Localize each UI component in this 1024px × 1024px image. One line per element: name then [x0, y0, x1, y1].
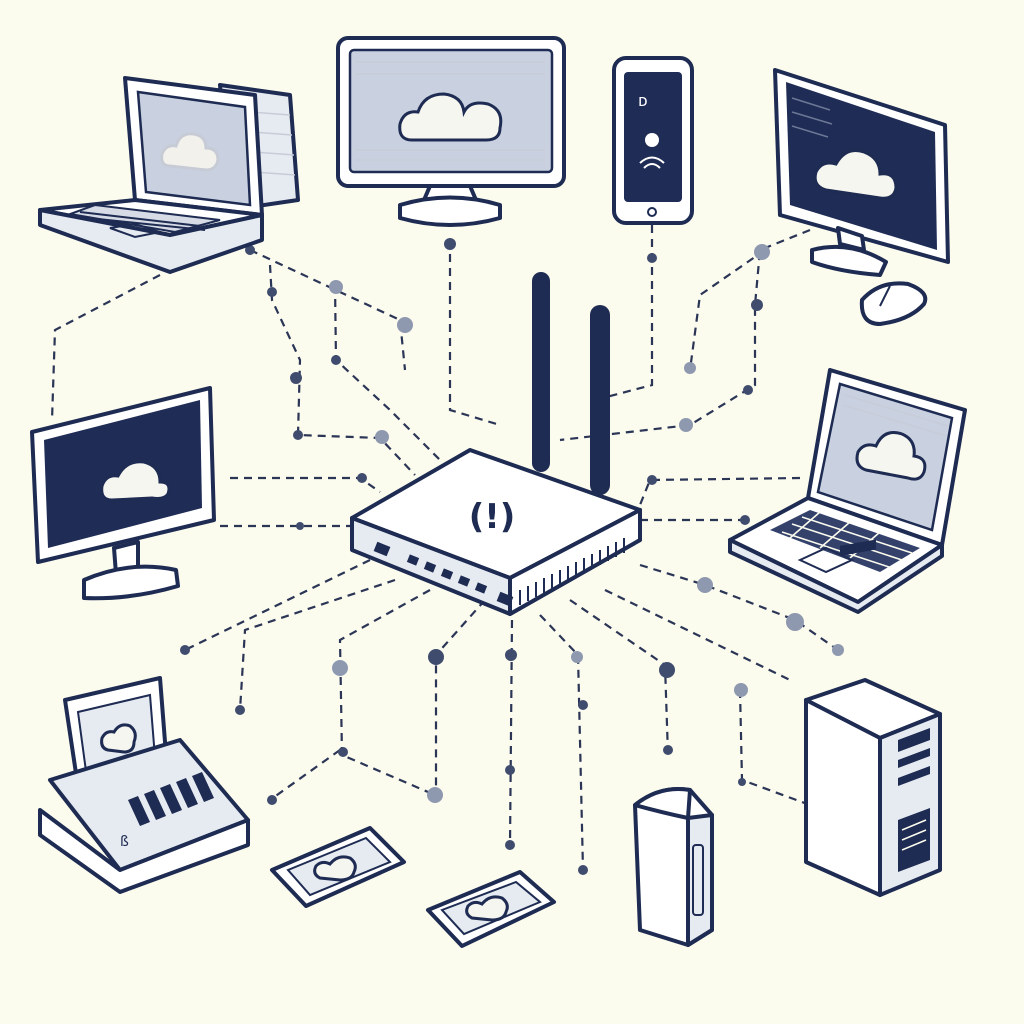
link-node — [331, 355, 341, 365]
link-node — [578, 700, 588, 710]
link-laptop-branch — [268, 264, 416, 476]
link-node — [428, 649, 444, 665]
link-node — [329, 280, 343, 294]
tablet-icon — [270, 826, 406, 908]
link-node — [267, 287, 277, 297]
link-node — [505, 649, 517, 661]
link-phone — [594, 225, 654, 402]
antenna-left — [532, 272, 550, 472]
link-node — [505, 765, 515, 775]
link-node — [338, 747, 348, 757]
link-laptop-top-left — [249, 249, 407, 371]
link-node — [245, 245, 255, 255]
server-slot — [840, 539, 876, 556]
link-node — [235, 705, 245, 715]
link-node — [505, 840, 515, 850]
link-node — [290, 372, 302, 384]
link-monitor-top — [448, 240, 501, 427]
link-node — [659, 662, 675, 678]
server-icon — [804, 539, 942, 897]
link-node — [332, 660, 348, 676]
link-node — [697, 577, 713, 593]
link-node — [786, 613, 804, 631]
link-storage-2 — [569, 599, 670, 756]
link-storage — [539, 614, 585, 871]
link-node — [444, 238, 456, 250]
link-node — [754, 244, 770, 260]
link-server-2 — [738, 689, 811, 807]
link-server — [604, 589, 791, 681]
link-monitor-right-2 — [559, 228, 811, 442]
laptop-icon — [38, 76, 300, 274]
link-node — [397, 317, 413, 333]
link-node — [679, 418, 693, 432]
link-node — [751, 299, 763, 311]
router-hub: (!) — [350, 272, 642, 616]
link-node — [734, 683, 748, 697]
link-printer-2 — [238, 578, 396, 711]
link-node — [375, 430, 389, 444]
link-node — [743, 385, 753, 395]
link-node — [738, 778, 746, 786]
link-printer — [184, 559, 371, 651]
monitor-icon — [30, 386, 216, 601]
link-node — [578, 865, 588, 875]
link-tablet-center — [434, 599, 486, 790]
storage-icon — [633, 787, 714, 947]
link-nodes — [180, 238, 844, 875]
link-right-low — [639, 563, 839, 651]
link-center-down — [508, 619, 514, 846]
monitor-icon — [773, 68, 950, 277]
link-node — [180, 645, 190, 655]
link-node — [740, 515, 750, 525]
link-tablet-left — [338, 589, 436, 797]
printer-icon: ß — [38, 676, 250, 894]
server-drive-bays — [898, 728, 930, 872]
link-node — [427, 787, 443, 803]
keyboard-keys — [66, 203, 221, 234]
link-node — [663, 745, 673, 755]
link-node — [357, 473, 367, 483]
link-node — [647, 475, 657, 485]
link-monitor-right — [688, 249, 766, 371]
link-laptop-right — [638, 476, 801, 506]
antenna-right — [590, 305, 610, 495]
link-node — [832, 644, 844, 656]
tablet-icon — [426, 870, 556, 948]
monitor-icon — [336, 36, 566, 227]
printer-mark: ß — [120, 834, 129, 850]
smartphone-icon: ᴅ — [612, 56, 694, 225]
mouse-icon — [859, 281, 928, 326]
keyboard-keys — [770, 510, 920, 572]
laptop-icon — [728, 368, 967, 614]
link-node — [267, 795, 277, 805]
link-laptop-branch-2 — [333, 284, 441, 461]
link-node — [571, 651, 583, 663]
link-node — [296, 522, 304, 530]
link-tablet-left-2 — [269, 749, 341, 801]
link-node — [647, 253, 657, 263]
link-left-long — [50, 274, 161, 421]
printer-keys — [128, 772, 214, 826]
wifi-symbol: (!) — [469, 497, 516, 537]
link-node — [684, 362, 696, 374]
link-node — [293, 430, 303, 440]
phone-status-glyph: ᴅ — [638, 91, 648, 110]
router-ports — [373, 541, 514, 607]
